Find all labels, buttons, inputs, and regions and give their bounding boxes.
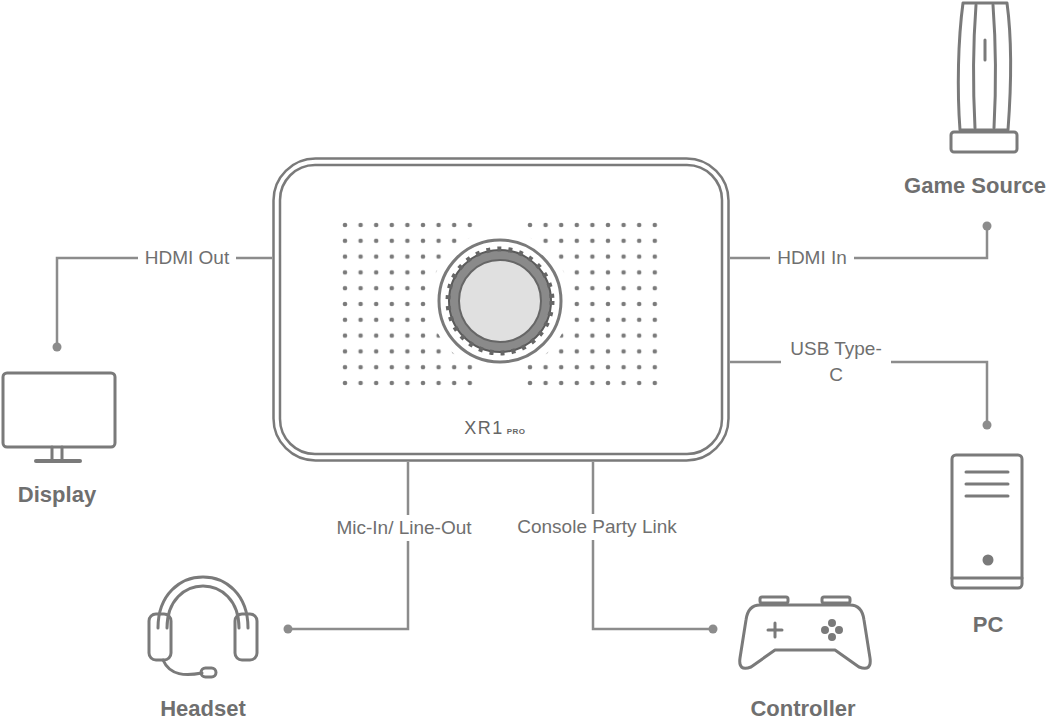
- knob-gear: [449, 250, 551, 352]
- controller-icon-part: [822, 597, 850, 603]
- knob-ring: [439, 240, 561, 362]
- headset-icon-part: [235, 614, 257, 660]
- port-label: Console Party Link: [510, 514, 683, 540]
- display-icon: [3, 373, 115, 461]
- device-housing: [272, 157, 730, 462]
- display-node: Display: [0, 347, 116, 512]
- console-icon-part: [984, 40, 987, 60]
- headset-icon-part: [163, 660, 202, 675]
- port-label: HDMI In: [770, 245, 854, 271]
- port-label: USB Type-C: [781, 336, 891, 387]
- pc-icon: [952, 455, 1022, 588]
- headset-icon-part: [149, 614, 171, 660]
- party-link-line: [593, 462, 718, 634]
- controller-node: Controller: [713, 590, 873, 723]
- hdmi-out-line: [53, 258, 273, 352]
- knob-cap: [459, 260, 541, 342]
- connector-dot: [709, 625, 718, 634]
- connector-dot: [983, 421, 992, 430]
- pc-icon-part: [952, 455, 1022, 588]
- pc-icon-part: [984, 556, 992, 564]
- controller-icon-part: [830, 621, 835, 626]
- controller-icon-part: [823, 628, 828, 633]
- controller-icon: [740, 597, 871, 668]
- controller-icon-part: [768, 623, 782, 637]
- console-icon-part: [958, 3, 1010, 130]
- console-icon-part: [974, 5, 996, 128]
- device-label: Headset: [160, 696, 246, 721]
- model-name: XR1: [464, 419, 504, 437]
- connector-line: [730, 226, 987, 258]
- headset-icon: [149, 577, 257, 677]
- controller-icon-part: [830, 635, 835, 640]
- headset-node: Headset: [140, 575, 288, 723]
- connector-line: [57, 258, 272, 347]
- knob-clearance: [430, 231, 570, 371]
- device-label: PC: [973, 612, 1004, 637]
- port-label: Mic-In/ Line-Out: [329, 515, 478, 541]
- knob-knurl: [448, 249, 552, 353]
- controller-icon-part: [740, 605, 871, 668]
- display-icon-part: [3, 373, 115, 447]
- device-label: Display: [18, 482, 96, 507]
- headset-icon-part: [167, 586, 239, 628]
- pc-node: PC: [930, 425, 1046, 640]
- housing-inner: [280, 165, 722, 454]
- device-label: Game Source: [904, 173, 1046, 198]
- headset-icon-part: [201, 668, 216, 677]
- console-icon-part: [951, 132, 1017, 152]
- game-source-node: Game Source: [890, 0, 1060, 226]
- port-label: HDMI Out: [138, 245, 236, 271]
- audio-line: [284, 462, 409, 634]
- model-name: PRO: [507, 428, 526, 436]
- connector-line: [593, 462, 713, 629]
- connector-dot: [983, 222, 992, 231]
- housing-outer: [274, 159, 729, 461]
- connector-line: [288, 462, 408, 629]
- capture-device: XR1PRO: [272, 157, 730, 462]
- display-icon-part: [52, 447, 62, 459]
- pc-icon-part: [966, 472, 1008, 496]
- connector-dot: [53, 343, 62, 352]
- device-label: Controller: [750, 696, 855, 721]
- connector-dot: [284, 625, 293, 634]
- console-icon: [951, 3, 1017, 152]
- pc-icon-part: [952, 577, 1022, 580]
- controller-icon-part: [837, 628, 842, 633]
- display-icon-part: [36, 459, 80, 463]
- controller-icon-part: [760, 597, 788, 603]
